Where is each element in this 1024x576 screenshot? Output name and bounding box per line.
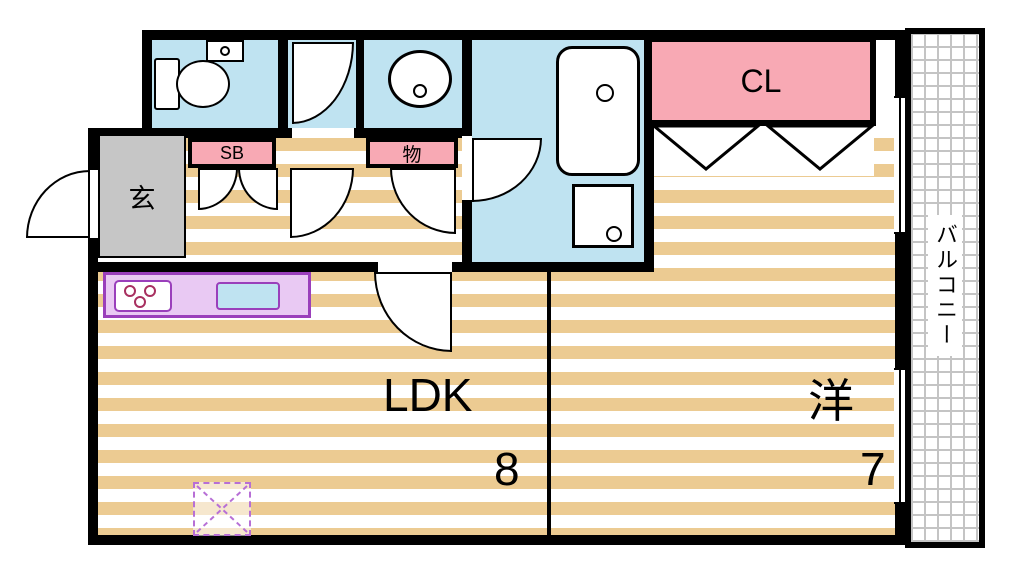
wall-corridor-bottom-right [452, 262, 472, 272]
stove-burner-icon [144, 285, 156, 297]
entrance-area: 玄 [98, 134, 186, 258]
wall-right [895, 30, 905, 545]
wall-step [88, 128, 152, 138]
wall-top [142, 30, 905, 40]
wall-washroom-divider [356, 30, 364, 138]
shoebox-label: SB [219, 142, 244, 163]
window-icon [894, 368, 906, 504]
stove-burner-icon [124, 285, 136, 297]
washbasin-icon [388, 50, 452, 108]
kitchen-sink-icon [216, 282, 280, 310]
wall-corridor-bottom [88, 262, 378, 272]
balcony: バルコニー [905, 28, 985, 548]
door-gap-entry [88, 170, 98, 238]
bathtub-icon [556, 46, 640, 176]
wall-bath-right [644, 30, 654, 272]
ldk-size-label: 8 [494, 443, 520, 495]
ldk-label: LDK [383, 369, 473, 421]
wall-bottom [88, 535, 905, 545]
kitchen-counter [103, 272, 311, 318]
wall-bath-bottom [462, 262, 654, 272]
window-icon [894, 96, 906, 234]
hand-sink-drain-icon [220, 46, 230, 56]
wall-left [88, 128, 98, 545]
washbasin-faucet-icon [413, 84, 427, 98]
washer-pan-icon [572, 184, 634, 248]
hand-sink-icon [206, 40, 244, 62]
closet-folding-doors-icon [650, 124, 876, 171]
western-room-label: 洋 [808, 375, 854, 427]
shoebox: SB [188, 138, 276, 168]
balcony-label-wrap: バルコニー [928, 215, 962, 361]
bathtub-drain-icon [596, 84, 614, 102]
underfloor-storage-icon [193, 482, 251, 536]
partition-ldk-western [547, 272, 551, 535]
door-gap-bath [462, 136, 472, 200]
underfloor-storage-x [196, 485, 248, 533]
window-line [899, 98, 901, 232]
storage-closet: 物 [366, 138, 458, 168]
entrance-label: 玄 [128, 183, 156, 214]
balcony-label: バルコニー [928, 215, 962, 356]
door-gap-ldk [378, 262, 452, 272]
window-line [899, 370, 901, 502]
washer-drain-icon [606, 226, 622, 242]
stove-burner-icon [134, 296, 146, 308]
entry-door-swing-icon [26, 170, 90, 238]
closet-cl: CL [646, 36, 876, 126]
closet-label: CL [740, 62, 782, 99]
western-room-size-label: 7 [860, 443, 886, 495]
toilet-bowl-icon [176, 60, 230, 108]
wall-toilet-divider [278, 30, 288, 138]
stove-icon [114, 280, 172, 312]
storage-label: 物 [402, 144, 422, 166]
wall-left-upper [142, 30, 152, 138]
door-gap-washroom [292, 128, 354, 138]
